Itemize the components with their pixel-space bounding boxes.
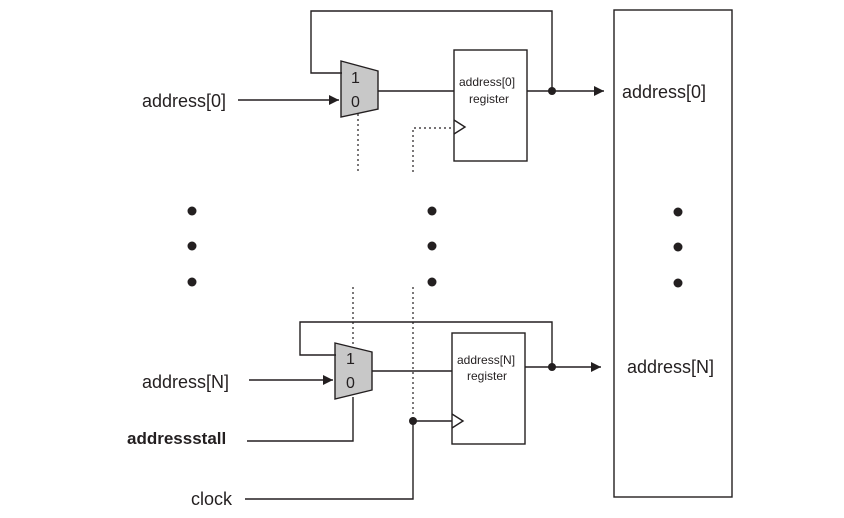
top-register-clock-triangle (453, 119, 467, 135)
top-address-register (453, 49, 528, 162)
bottom-multiplexer (334, 342, 373, 400)
input-address-n-label: address[N] (142, 372, 229, 392)
clock-junction (409, 417, 417, 425)
top-mux-input-1-label: 1 (351, 70, 360, 87)
top-mux-input-0-label: 0 (351, 94, 360, 111)
output-ellipsis (673, 207, 683, 288)
bottom-register-clock-triangle (451, 413, 465, 429)
addressstall-label: addressstall (127, 429, 226, 448)
top-multiplexer (340, 60, 379, 118)
bottom-mux-input-0-label: 0 (346, 375, 355, 392)
input-address-0-label: address[0] (142, 91, 226, 111)
output-address-block (613, 9, 733, 498)
bottom-feedback-wire (299, 321, 553, 367)
clock-wire (245, 420, 452, 500)
top-register-name: address[0] (459, 75, 515, 89)
input-ellipsis (187, 206, 197, 287)
register-ellipsis (427, 206, 437, 287)
bottom-register-name: address[N] (457, 353, 515, 367)
output-address-n-label: address[N] (627, 357, 714, 377)
bottom-mux-input-1-label: 1 (346, 351, 355, 368)
bottom-address-register (451, 332, 526, 445)
output-address-0-label: address[0] (622, 82, 706, 102)
clock-label: clock (191, 489, 233, 509)
addressstall-wire (247, 397, 354, 442)
top-feedback-wire (310, 10, 553, 91)
bottom-register-label: register (467, 369, 507, 383)
top-register-label: register (469, 92, 509, 106)
top-clock-dotted-wire (412, 127, 454, 172)
